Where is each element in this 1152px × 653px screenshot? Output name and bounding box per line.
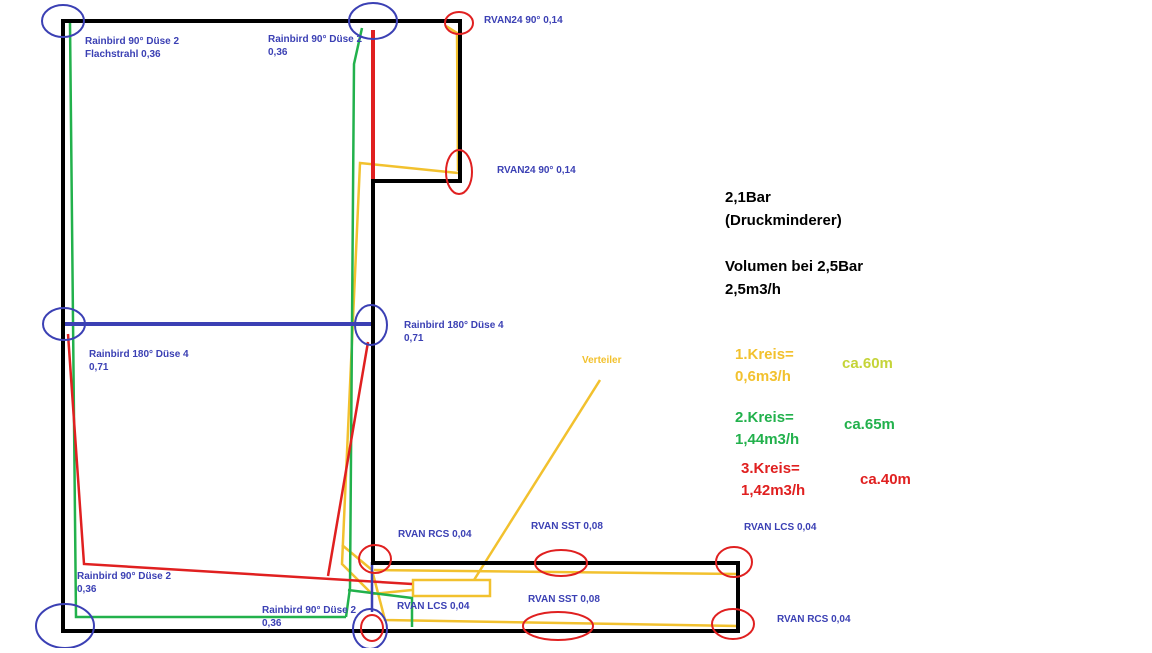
label-line: 0,36 <box>262 618 282 629</box>
circuit-2-length: ca.65m <box>844 416 895 433</box>
rvan-rcs-top-icon <box>358 544 392 574</box>
red-pipe-left <box>66 333 413 586</box>
label-rvan24-mid: RVAN24 90° 0,14 <box>497 165 576 176</box>
label-line: 0,71 <box>404 333 424 344</box>
rvan-sst-top-icon <box>534 549 588 577</box>
sprinkler-top-mid-icon <box>348 2 398 40</box>
circuit-1: 1.Kreis= 0,6m3/h <box>735 344 794 388</box>
rvan-sst-bottom-icon <box>522 611 594 641</box>
label-rvan-lcs-bottom: RVAN LCS 0,04 <box>397 601 470 612</box>
label-sprinkler-bottom-left: Rainbird 90° Düse 2 0,36 <box>77 570 171 596</box>
label-sprinkler-bottom-mid: Rainbird 90° Düse 2 0,36 <box>262 604 356 630</box>
rvan24-mid-icon <box>445 149 473 195</box>
sprinkler-top-left-icon <box>41 4 85 38</box>
label-rvan-lcs-top: RVAN LCS 0,04 <box>744 522 817 533</box>
label-line: 0,71 <box>89 362 109 373</box>
label-sprinkler-top-left: Rainbird 90° Düse 2 Flachstrahl 0,36 <box>85 35 179 61</box>
rvan-lcs-bottom-icon <box>360 614 384 642</box>
rvan-rcs-bottom-icon <box>711 608 755 640</box>
label-line: Rainbird 90° Düse 2 <box>268 34 363 45</box>
label-rvan-sst-bottom: RVAN SST 0,08 <box>528 594 600 605</box>
label-rvan-rcs-bottom: RVAN RCS 0,04 <box>777 614 851 625</box>
pressure-note: (Druckminderer) <box>725 212 842 229</box>
yellow-pipe-upper <box>340 161 459 596</box>
circuit-3-red-pipes <box>66 30 413 586</box>
volume-label: Volumen bei 2,5Bar <box>725 258 864 275</box>
label-line: 0,36 <box>268 47 288 58</box>
sprinkler-mid-left-icon <box>42 307 86 341</box>
circuit-1-length: ca.60m <box>842 355 893 372</box>
circuit-2: 2.Kreis= 1,44m3/h <box>735 407 799 451</box>
label-line: Flachstrahl 0,36 <box>85 49 161 60</box>
label-rvan-sst-top: RVAN SST 0,08 <box>531 521 603 532</box>
verteiler-box <box>411 578 492 598</box>
label-sprinkler-top-mid: Rainbird 90° Düse 2 0,36 <box>268 33 362 59</box>
circuit-1-flow: 0,6m3/h <box>735 368 791 385</box>
property-outline <box>61 19 740 633</box>
yellow-pipe-bottom-row <box>373 568 739 576</box>
circuit-2-flow: 1,44m3/h <box>735 431 800 448</box>
rvan-circles-red <box>358 11 755 642</box>
label-sprinkler-mid-left: Rainbird 180° Düse 4 0,71 <box>89 348 189 374</box>
circuit-3-name: 3.Kreis= <box>741 460 800 477</box>
circuit-3: 3.Kreis= 1,42m3/h <box>741 458 805 502</box>
circuit-1-name: 1.Kreis= <box>735 346 794 363</box>
green-pipe-bottom <box>347 588 414 627</box>
circuit-2-name: 2.Kreis= <box>735 409 794 426</box>
label-line: Rainbird 90° Düse 2 <box>262 605 357 616</box>
circuit-3-length: ca.40m <box>860 471 911 488</box>
green-pipe-left <box>68 22 346 619</box>
label-line: Rainbird 90° Düse 2 <box>85 36 180 47</box>
label-line: Rainbird 180° Düse 4 <box>404 320 504 331</box>
volume-info: Volumen bei 2,5Bar 2,5m3/h <box>725 255 863 301</box>
volume-value: 2,5m3/h <box>725 281 781 298</box>
label-rvan-rcs-top: RVAN RCS 0,04 <box>398 529 472 540</box>
pressure-value: 2,1Bar <box>725 189 771 206</box>
rvan-lcs-top-icon <box>715 546 753 578</box>
rvan24-top-icon <box>444 11 474 35</box>
verteiler-pointer <box>472 379 602 581</box>
sprinkler-mid-right-icon <box>354 304 388 346</box>
red-pipe-middle <box>326 341 370 577</box>
label-line: Rainbird 180° Düse 4 <box>89 349 189 360</box>
label-sprinkler-mid-right: Rainbird 180° Düse 4 0,71 <box>404 319 504 345</box>
circuit-3-flow: 1,42m3/h <box>741 482 806 499</box>
pressure-info: 2,1Bar (Druckminderer) <box>725 186 842 232</box>
label-line: 0,36 <box>77 584 97 595</box>
yellow-pipe-top <box>445 24 460 172</box>
sprinkler-circles-blue <box>35 2 398 650</box>
label-rvan24-top: RVAN24 90° 0,14 <box>484 15 563 26</box>
label-line: Rainbird 90° Düse 2 <box>77 571 172 582</box>
label-verteiler: Verteiler <box>582 355 622 366</box>
